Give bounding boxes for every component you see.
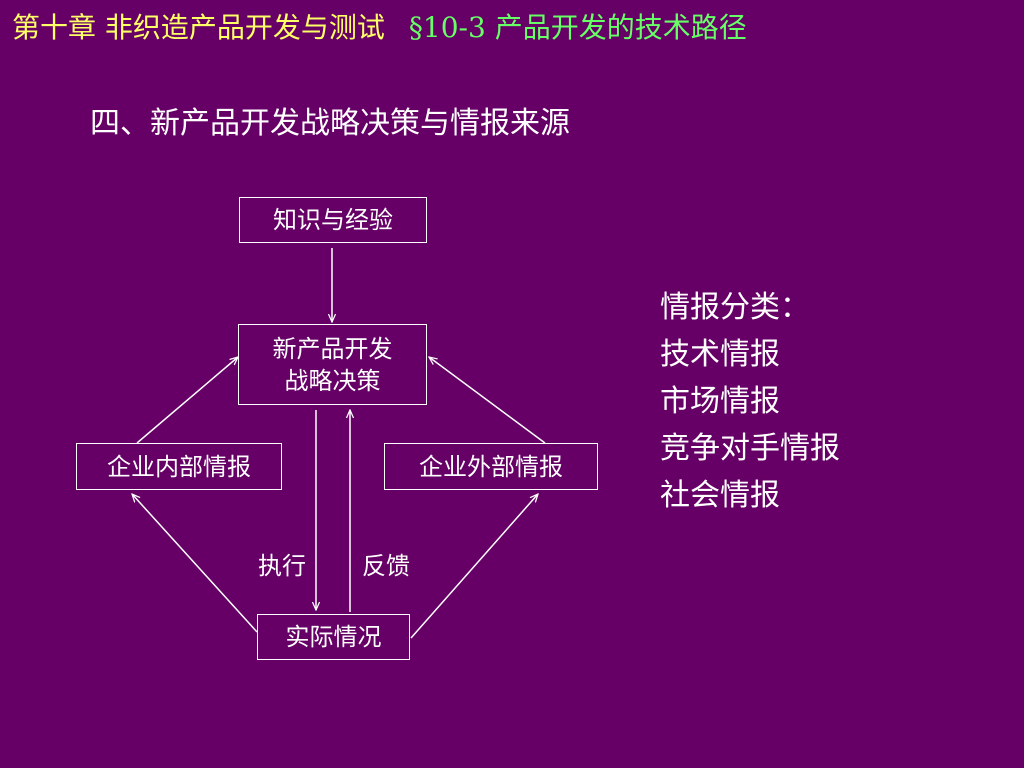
node-internal-label: 企业内部情报 [107,452,251,481]
node-strategy-line1: 新产品开发 [272,334,393,363]
node-knowledge-label: 知识与经验 [273,206,393,234]
chapter-title: 第十章 非织造产品开发与测试 [12,11,385,44]
node-actual-label: 实际情况 [285,623,382,651]
intel-category-item: 技术情报 [660,337,780,372]
node-external-intel: 企业外部情报 [384,443,598,490]
intel-category-item: 竞争对手情报 [660,431,840,466]
slide-heading: 四、新产品开发战略决策与情报来源 [90,106,570,141]
intel-category-list: 情报分类： 技术情报 市场情报 竞争对手情报 社会情报 [660,284,840,519]
node-strategy: 新产品开发 战略决策 [238,324,427,405]
arrow-actual-to-external [410,494,538,639]
node-external-label: 企业外部情报 [419,452,563,481]
section-title: §10-3 产品开发的技术路径 [408,11,747,44]
arrow-internal-to-strategy [136,357,238,444]
label-feedback: 反馈 [362,552,410,580]
arrow-external-to-strategy [429,357,546,444]
slide-header: 第十章 非织造产品开发与测试 §10-3 产品开发的技术路径 [12,6,747,46]
node-knowledge: 知识与经验 [239,197,427,243]
node-actual: 实际情况 [257,614,410,660]
node-strategy-line2: 战略决策 [284,366,381,395]
intel-category-item: 市场情报 [660,384,780,419]
arrow-actual-to-internal [132,494,258,633]
node-internal-intel: 企业内部情报 [76,443,282,490]
label-execute: 执行 [258,552,306,580]
intel-category-title: 情报分类： [660,290,810,325]
intel-category-item: 社会情报 [660,478,780,513]
